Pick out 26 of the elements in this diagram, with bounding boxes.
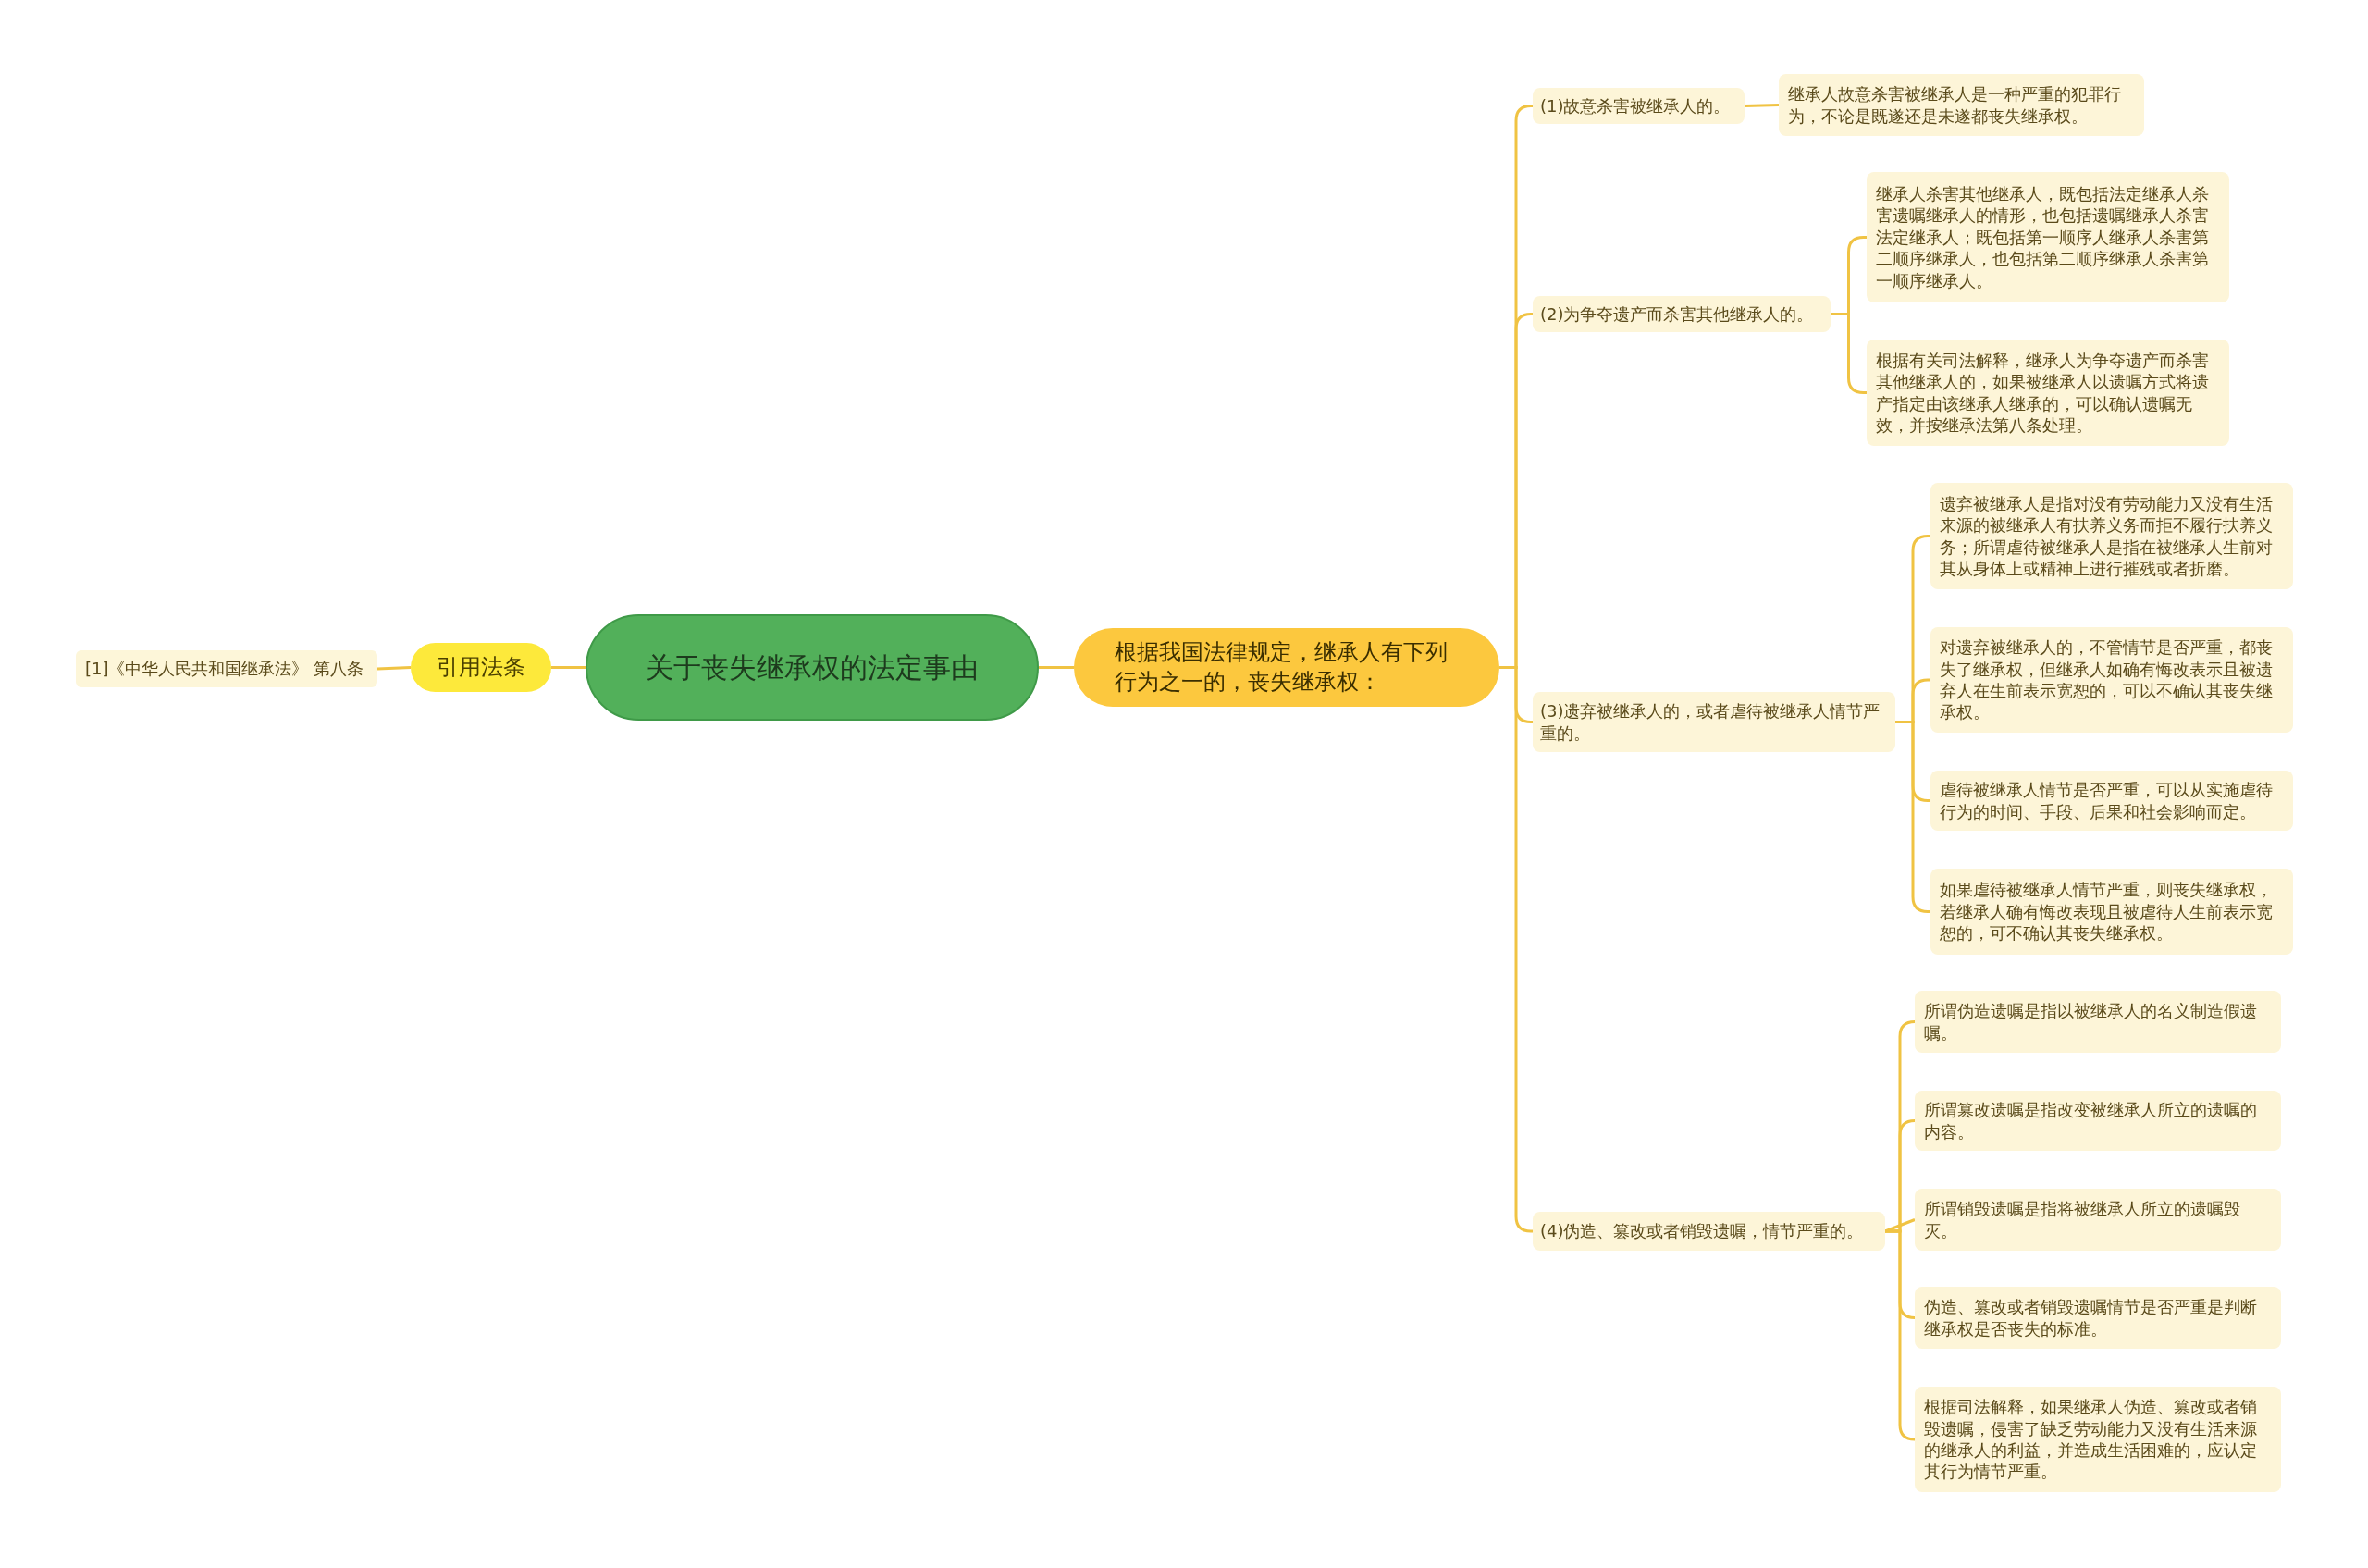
detail-box: 根据有关司法解释，继承人为争夺遗产而杀害其他继承人的，如果被继承人以遗嘱方式将遗产指定由该继承人继承的，可以确认遗嘱无效，并按继承法第八条处理。 (1867, 340, 2229, 446)
detail-box: 继承人故意杀害被继承人是一种严重的犯罪行为，不论是既遂还是未遂都丧失继承权。 (1779, 74, 2144, 136)
reference-box: [1]《中华人民共和国继承法》 第八条 (76, 650, 377, 687)
item-box: (4)伪造、篡改或者销毁遗嘱，情节严重的。 (1533, 1212, 1885, 1251)
item-box: (3)遗弃被继承人的，或者虐待被继承人情节严重的。 (1533, 692, 1895, 752)
connector-line (551, 666, 586, 669)
detail-box: 继承人杀害其他继承人，既包括法定继承人杀害遗嘱继承人的情形，也包括遗嘱继承人杀害法定继承人；既包括第一顺序人继承人杀害第二顺序继承人，也包括第二顺序继承人杀害第一顺序继承人。 (1867, 172, 2229, 302)
branch-box: 根据我国法律规定，继承人有下列行为之一的，丧失继承权： (1074, 628, 1499, 707)
topic-box: 关于丧失继承权的法定事由 (586, 614, 1039, 721)
connector-line (1885, 1229, 1917, 1441)
detail-box: 对遗弃被继承人的，不管情节是否严重，都丧失了继承权，但继承人如确有悔改表示且被遗弃人在生前表示宽恕的，可以不确认其丧失继承权。 (1930, 627, 2293, 733)
detail-box: 虐待被继承人情节是否严重，可以从实施虐待行为的时间、手段、后果和社会影响而定。 (1930, 771, 2293, 831)
connector-line (1884, 1218, 1916, 1233)
detail-box: 根据司法解释，如果继承人伪造、篡改或者销毁遗嘱，侵害了缺乏劳动能力又没有生活来源的继承人的利益，并造成生活困难的，应认定其行为情节严重。 (1915, 1387, 2281, 1492)
detail-box: 如果虐待被继承人情节严重，则丧失继承权，若继承人确有悔改表现且被虐待人生前表示宽恕的，可不确认其丧失继承权。 (1930, 869, 2293, 955)
detail-box: 所谓销毁遗嘱是指将被继承人所立的遗嘱毁灭。 (1915, 1189, 2281, 1251)
branch-box: 引用法条 (411, 643, 551, 692)
detail-box: 所谓篡改遗嘱是指改变被继承人所立的遗嘱的内容。 (1915, 1091, 2281, 1151)
connector-line (1744, 104, 1780, 107)
item-box: (2)为争夺遗产而杀害其他继承人的。 (1533, 296, 1831, 332)
detail-box: 伪造、篡改或者销毁遗嘱情节是否严重是判断继承权是否丧失的标准。 (1915, 1287, 2281, 1349)
connector-line (1039, 666, 1074, 669)
item-box: (1)故意杀害被继承人的。 (1533, 88, 1745, 124)
connector-line (376, 666, 412, 671)
detail-box: 所谓伪造遗嘱是指以被继承人的名义制造假遗嘱。 (1915, 991, 2281, 1053)
detail-box: 遗弃被继承人是指对没有劳动能力又没有生活来源的被继承人有扶养义务而拒不履行扶养义务；所谓虐待被继承人是指在被继承人生前对其从身体上或精神上进行摧残或者折磨。 (1930, 483, 2293, 589)
